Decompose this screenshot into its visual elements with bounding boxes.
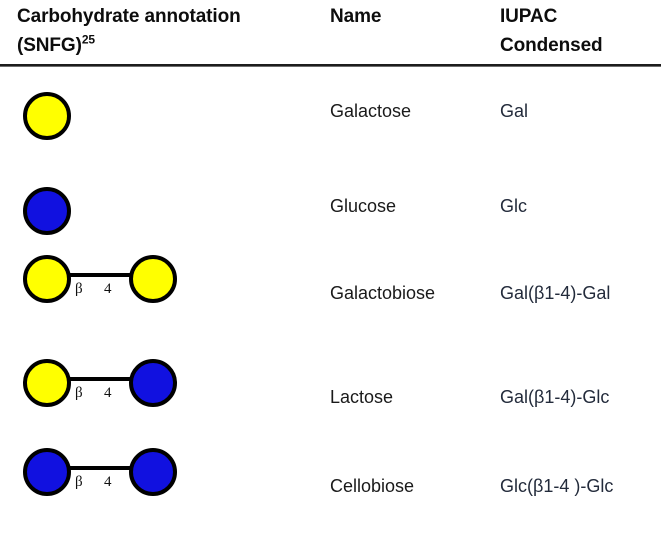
column-header-name: Name [330, 6, 382, 27]
table-row: Glucose Glc [0, 161, 661, 256]
residue-circle-glucose [129, 448, 177, 496]
row-iupac-condensed: Gal(β1-4)-Glc [500, 387, 610, 407]
table-row: β 4 Lactose Gal(β1-4)-Glc [0, 352, 661, 447]
glycosidic-bond-line [68, 377, 132, 381]
column-header-iupac-line2: Condensed [500, 35, 603, 56]
row-name: Cellobiose [330, 476, 415, 496]
residue-circle-glucose [23, 187, 71, 235]
bond-anomer-label: β [75, 385, 83, 401]
bond-position-label: 4 [104, 385, 112, 401]
column-header-iupac: IUPAC Condensed [500, 2, 660, 60]
table-row: Galactose Gal [0, 66, 661, 161]
residue-circle-galactose [129, 255, 177, 303]
glycan-diagram-galactose [0, 66, 300, 161]
column-header-iupac-line1: IUPAC [500, 6, 558, 27]
bond-position-label: 4 [104, 474, 112, 490]
glycan-diagram-lactose: β 4 [0, 352, 300, 447]
table-row: β 4 Cellobiose Glc(β1-4 )-Glc [0, 441, 661, 536]
bond-position-label: 4 [104, 281, 112, 297]
glycosidic-bond-line [68, 273, 132, 277]
row-iupac-condensed: Gal [500, 101, 529, 121]
glycosidic-bond-line [68, 466, 132, 470]
column-header-snfg-citation: 25 [81, 32, 95, 47]
row-iupac-condensed: Gal(β1-4)-Gal [500, 283, 611, 303]
glycan-diagram-glucose [0, 161, 300, 256]
row-name: Galactose [330, 101, 412, 121]
bond-anomer-label: β [75, 281, 83, 297]
residue-circle-glucose [23, 448, 71, 496]
residue-circle-galactose [23, 255, 71, 303]
residue-circle-glucose [129, 359, 177, 407]
glycan-diagram-cellobiose: β 4 [0, 441, 300, 536]
column-header-snfg-label: Carbohydrate annotation (SNFG) [17, 6, 241, 56]
table-row: β 4 Galactobiose Gal(β1-4)-Gal [0, 248, 661, 343]
residue-circle-galactose [23, 359, 71, 407]
row-iupac-condensed: Glc [500, 196, 527, 216]
residue-circle-galactose [23, 92, 71, 140]
row-name: Lactose [330, 387, 394, 407]
table-header-row: Carbohydrate annotation (SNFG)25 Name IU… [0, 0, 661, 67]
glycan-diagram-galactobiose: β 4 [0, 248, 300, 343]
row-name: Galactobiose [330, 283, 436, 303]
row-name: Glucose [330, 196, 397, 216]
column-header-snfg: Carbohydrate annotation (SNFG)25 [17, 2, 317, 60]
bond-anomer-label: β [75, 474, 83, 490]
row-iupac-condensed: Glc(β1-4 )-Glc [500, 476, 614, 496]
header-divider [0, 64, 661, 67]
snfg-nomenclature-table: Carbohydrate annotation (SNFG)25 Name IU… [0, 0, 661, 496]
